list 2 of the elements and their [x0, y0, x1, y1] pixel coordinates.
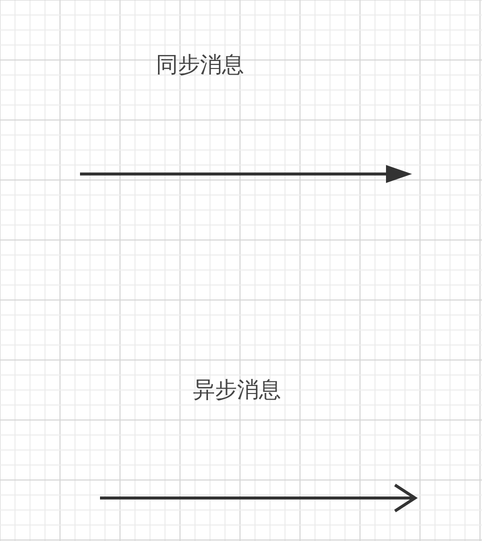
- message-type-label: 异步消息: [193, 377, 281, 405]
- message-type-label: 同步消息: [156, 52, 244, 80]
